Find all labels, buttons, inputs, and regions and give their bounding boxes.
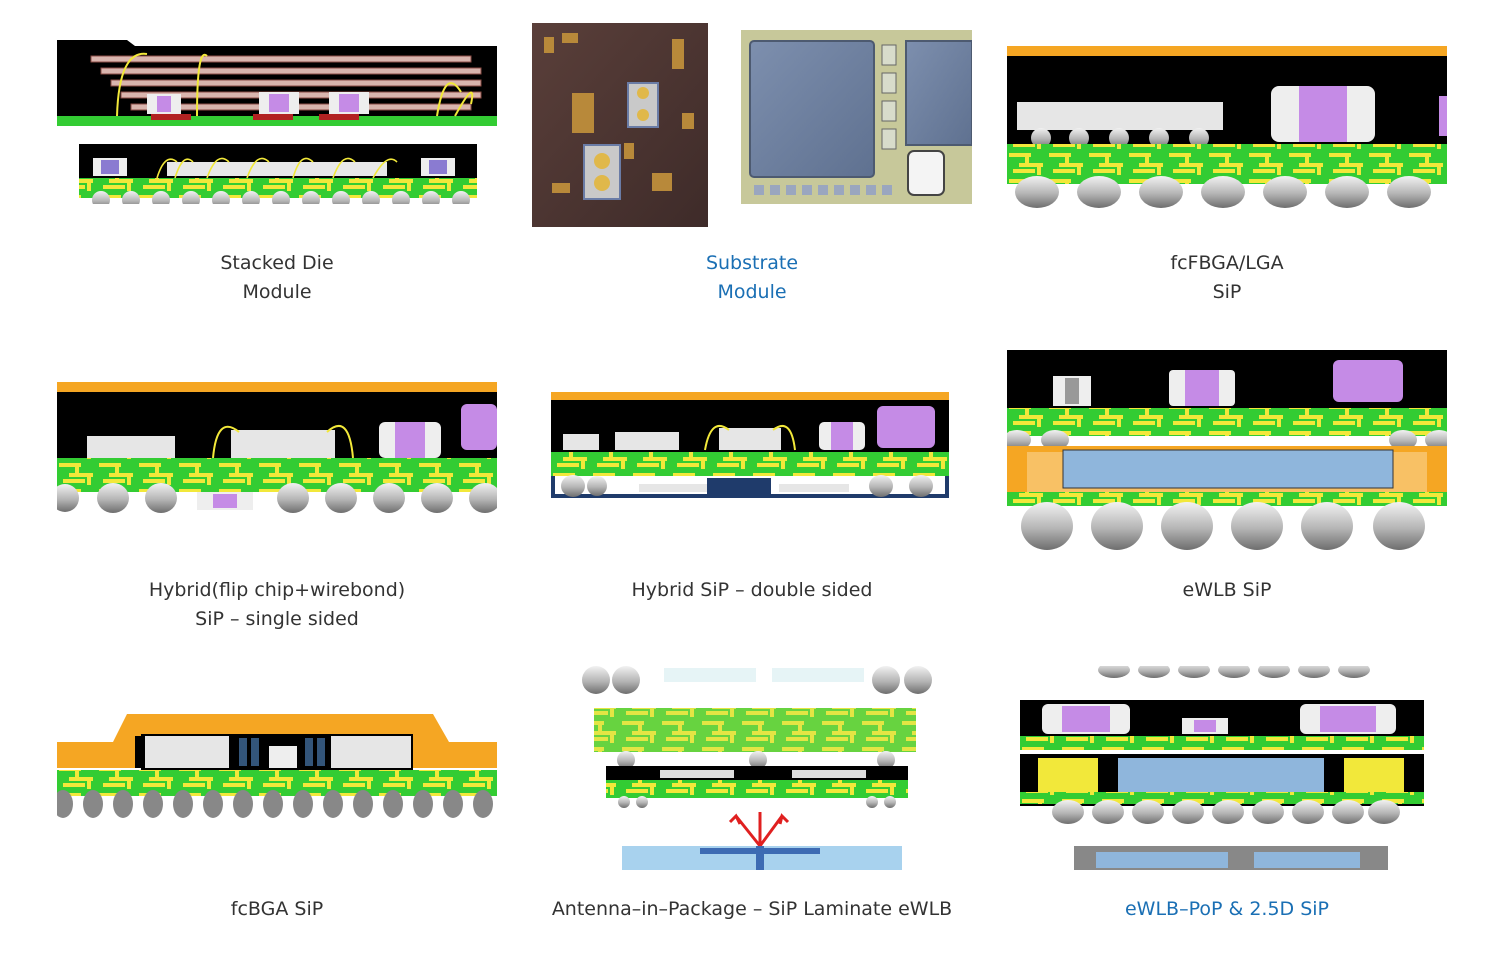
caption-ewlb-pop-link[interactable]: eWLB–PoP & 2.5D SiP — [1007, 895, 1447, 924]
caption-hybrid-single: Hybrid(flip chip+wirebond) SiP – single … — [57, 576, 497, 634]
caption-hybrid-single-line2: SiP – single sided — [195, 608, 359, 630]
caption-fcfbga-lga: fcFBGA/LGA SiP — [1007, 249, 1447, 307]
caption-stacked-die-line2: Module — [242, 281, 312, 303]
caption-substrate-line1[interactable]: Substrate — [705, 252, 799, 274]
caption-hybrid-double: Hybrid SiP – double sided — [532, 576, 972, 605]
hybrid-single-sided-diagram — [57, 382, 497, 516]
hybrid-double-sided-diagram — [551, 392, 949, 500]
caption-fcbga-line1: fcBGA SiP — [230, 898, 324, 920]
caption-hybrid-single-line1: Hybrid(flip chip+wirebond) — [148, 579, 406, 601]
caption-ewlb: eWLB SiP — [1007, 576, 1447, 605]
caption-stacked-die: Stacked Die Module — [57, 249, 497, 307]
caption-substrate-module-link[interactable]: Substrate Module — [532, 249, 972, 307]
fcfbga-lga-diagram — [1007, 46, 1447, 208]
caption-antenna-in-package: Antenna–in–Package – SiP Laminate eWLB — [502, 895, 1002, 924]
caption-hybrid-double-line1: Hybrid SiP – double sided — [631, 579, 873, 601]
ewlb-sip-diagram — [1007, 350, 1447, 550]
caption-ewlb-line1: eWLB SiP — [1182, 579, 1272, 601]
antenna-in-package-diagram — [580, 666, 942, 872]
caption-fcfbga-line2: SiP — [1212, 281, 1242, 303]
stacked-die-diagram — [57, 36, 497, 204]
caption-substrate-line2[interactable]: Module — [717, 281, 787, 303]
caption-stacked-die-line1: Stacked Die — [220, 252, 334, 274]
substrate-module-photos — [532, 23, 972, 227]
ewlb-pop-diagram — [1020, 666, 1426, 872]
caption-ewlb-pop-line1[interactable]: eWLB–PoP & 2.5D SiP — [1124, 898, 1330, 920]
caption-aip-line1: Antenna–in–Package – SiP Laminate eWLB — [551, 898, 953, 920]
caption-fcfbga-line1: fcFBGA/LGA — [1170, 252, 1284, 274]
fcbga-sip-diagram — [57, 712, 497, 822]
caption-fcbga: fcBGA SiP — [57, 895, 497, 924]
